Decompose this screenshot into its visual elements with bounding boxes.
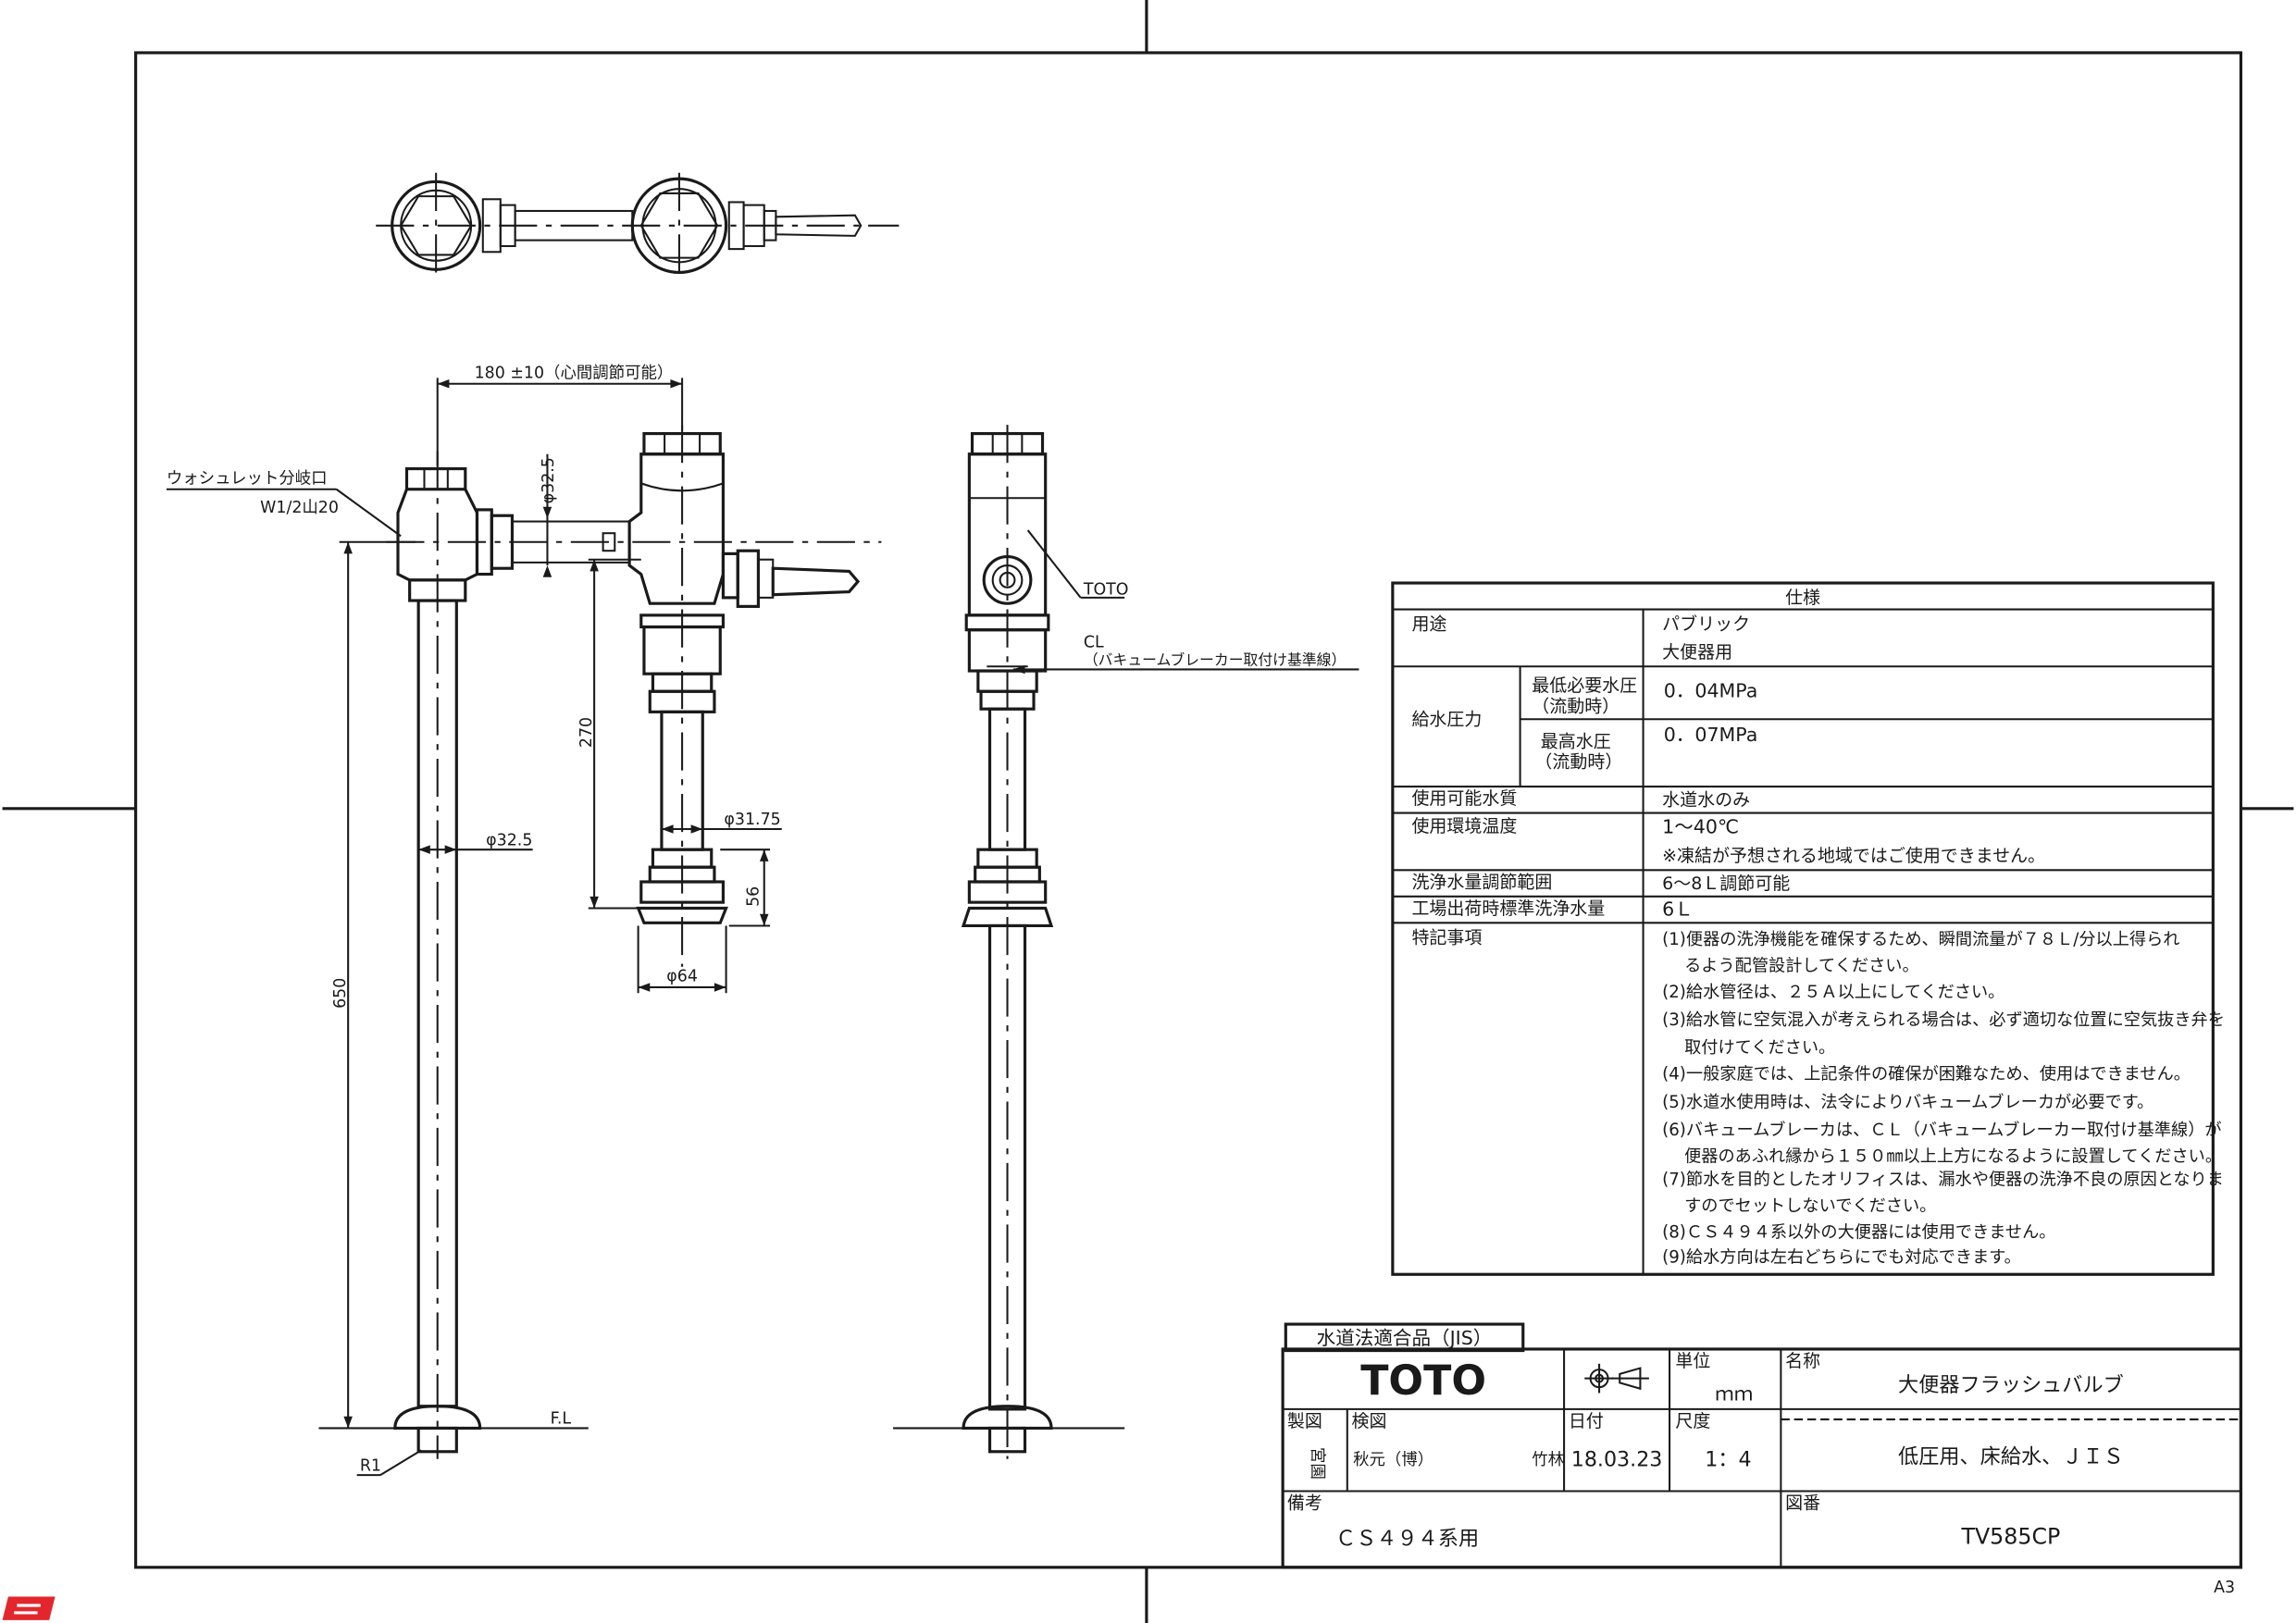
- dimensions: 180 ±10（心間調節可能） φ32.5 650 φ32.5 270 φ31.…: [331, 364, 782, 1429]
- checked-value-2: 竹林: [1532, 1451, 1564, 1469]
- name-label: 名称: [1785, 1351, 1820, 1371]
- spec-row-flush-default-label: 工場出荷時標準洗浄水量: [1411, 898, 1605, 919]
- drawn-value: 宮園: [1308, 1447, 1326, 1480]
- spec-note-line: (7)節水を目的としたオリフィスは、漏水や便器の洗浄不良の原因となりま: [1662, 1171, 2224, 1190]
- red-logo-icon: [2, 1596, 56, 1620]
- spec-row-water-value: 水道水のみ: [1662, 790, 1750, 811]
- spec-row-flush-range-label: 洗浄水量調節範囲: [1411, 872, 1552, 892]
- scale-value: 1：4: [1705, 1448, 1751, 1472]
- unit-label: 単位: [1675, 1351, 1710, 1371]
- drawing-no-value: TV585CP: [1960, 1524, 2060, 1550]
- checked-label: 検図: [1352, 1411, 1387, 1431]
- dim-pipe-dia: φ32.5: [486, 831, 532, 849]
- remarks-value: ＣＳ４９４系用: [1335, 1527, 1479, 1551]
- spec-min-pressure-note: （流動時）: [1532, 696, 1620, 716]
- spec-max-pressure-note: （流動時）: [1534, 752, 1622, 773]
- spec-note-line: (8)ＣＳ４９４系以外の大便器には使用できません。: [1662, 1223, 2055, 1243]
- spec-row-notes-label: 特記事項: [1411, 927, 1482, 948]
- spec-max-pressure-label: 最高水圧: [1541, 731, 1611, 751]
- spec-note-line: (6)バキュームブレーカは、ＣＬ（バキュームブレーカー取付け基準線）が: [1662, 1120, 2221, 1140]
- sheet-border: [134, 51, 2243, 1569]
- dim-pipe-top-dia: φ32.5: [540, 457, 558, 503]
- washlet-branch-label: ウォシュレット分岐口: [167, 469, 328, 488]
- spec-note-line: (5)水道水使用時は、法令によりバキュームブレーカが必要です。: [1662, 1092, 2153, 1112]
- spec-note-line: るよう配管設計してください。: [1662, 957, 1919, 976]
- spec-row-pressure-label: 給水圧力: [1411, 710, 1482, 730]
- name-value: 大便器フラッシュバルブ: [1898, 1373, 2124, 1397]
- jis-label: 水道法適合品（JIS）: [1317, 1327, 1493, 1349]
- spec-row-usage-label: 用途: [1411, 614, 1446, 635]
- projection-symbol: [1584, 1363, 1649, 1394]
- spec-row-usage-value-2: 大便器用: [1662, 642, 1732, 663]
- front-view: [386, 425, 882, 1459]
- thread-spec-label: W1/2山20: [260, 499, 339, 517]
- spec-note-line: (1)便器の洗浄機能を確保するため、瞬間流量が７８Ｌ/分以上得られ: [1662, 930, 2179, 949]
- scale-label: 尺度: [1675, 1411, 1710, 1431]
- date-label: 日付: [1569, 1411, 1604, 1431]
- checked-value-1: 秋元（博）: [1353, 1451, 1433, 1469]
- side-view: [961, 425, 1054, 1459]
- dim-valve-outlet-dia: φ31.75: [724, 811, 780, 829]
- spec-note-line: (2)給水管径は、２５Ａ以上にしてください。: [1662, 983, 2004, 1002]
- spec-max-pressure-value: 0．07MPa: [1664, 724, 1758, 746]
- cl-label: CL: [1084, 634, 1104, 652]
- spec-note-line: (9)給水方向は左右どちらにでも対応できます。: [1662, 1248, 2021, 1268]
- spec-note-line: 便器のあふれ縁から１５０㎜以上上方になるように設置してください。: [1662, 1146, 2222, 1166]
- spec-row-flush-range-value: 6～8Ｌ調節可能: [1662, 873, 1790, 894]
- spec-row-usage-value-1: パブリック: [1662, 613, 1750, 635]
- spec-min-pressure-value: 0．04MPa: [1664, 680, 1758, 702]
- dim-height-650: 650: [331, 978, 350, 1009]
- spec-note-line: (3)給水管に空気混入が考えられる場合は、必ず適切な位置に空気抜き弁を: [1662, 1010, 2225, 1030]
- dim-flange-dia: φ64: [666, 968, 698, 986]
- radius-label: R1: [360, 1456, 381, 1475]
- paper-size: A3: [2214, 1579, 2235, 1597]
- spec-row-temp-value-1: 1～40℃: [1662, 816, 1739, 838]
- dim-height-56: 56: [744, 886, 763, 907]
- spec-row-temp-value-2: ※凍結が予想される地域ではご使用できません。: [1662, 846, 2045, 866]
- spec-min-pressure-label: 最低必要水圧: [1532, 675, 1637, 696]
- callouts: ウォシュレット分岐口 W1/2山20 TOTO CL （バキュームブレーカー取付…: [167, 469, 1359, 1477]
- spec-row-flush-default-value: 6Ｌ: [1662, 898, 1694, 920]
- drawn-label: 製図: [1287, 1411, 1322, 1431]
- spec-note-line: 取付けてください。: [1662, 1038, 1835, 1058]
- subtitle-value: 低圧用、床給水、ＪＩＳ: [1898, 1444, 2124, 1468]
- cl-note-label: （バキュームブレーカー取付け基準線）: [1084, 651, 1346, 669]
- spec-table: 仕様 用途 パブリック 大便器用 給水圧力 最低必要水圧 （流動時） 0．04M…: [1391, 581, 2225, 1276]
- drawing-no-label: 図番: [1785, 1493, 1820, 1514]
- title-block: 水道法適合品（JIS） TOTO 単位 ｍｍ 名称 大便器フラッシュバルブ 製図…: [1281, 1322, 2243, 1569]
- toto-mark-label: TOTO: [1083, 581, 1129, 600]
- brand-logo: TOTO: [1360, 1357, 1486, 1405]
- spec-row-water-label: 使用可能水質: [1411, 788, 1517, 809]
- spec-header: 仕様: [1785, 588, 1820, 608]
- spec-note-line: (4)一般家庭では、上記条件の確保が困難なため、使用はできません。: [1662, 1065, 2191, 1084]
- date-value: 18.03.23: [1571, 1448, 1663, 1472]
- dim-height-270: 270: [577, 717, 596, 748]
- top-view: [376, 172, 900, 281]
- dim-center-distance: 180 ±10（心間調節可能）: [475, 364, 674, 382]
- spec-row-temp-label: 使用環境温度: [1411, 816, 1517, 836]
- floor-line-label: F.L: [551, 1410, 572, 1429]
- spec-note-line: すのでセットしないでください。: [1662, 1196, 1936, 1216]
- unit-value: ｍｍ: [1715, 1382, 1753, 1405]
- remarks-label: 備考: [1287, 1493, 1322, 1514]
